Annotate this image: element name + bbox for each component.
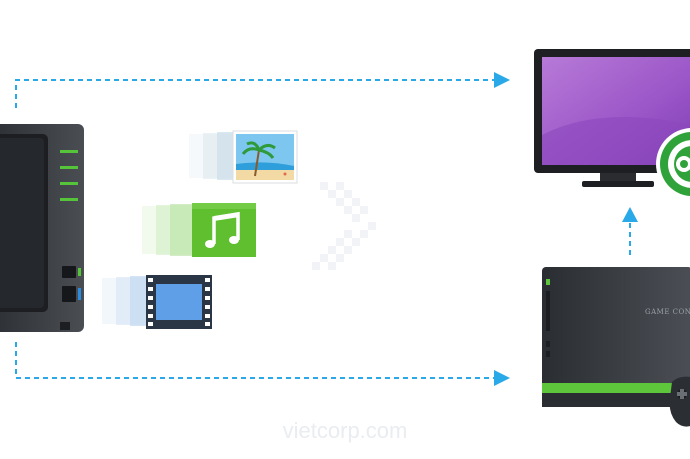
game-console-icon [542, 267, 690, 407]
arrow-nas-to-tv [15, 79, 494, 108]
arrow-head-console [494, 370, 510, 386]
transfer-wave-decoration [312, 182, 376, 270]
arrow-head-up [622, 207, 638, 222]
console-label: GAME CONSOLE [645, 308, 690, 316]
gamepad-icon [669, 376, 690, 427]
arrow-nas-to-console [15, 342, 494, 379]
watermark-text: vietcorp.com [282, 418, 408, 443]
nas-server-icon [0, 124, 84, 332]
video-icon [102, 275, 212, 329]
photo-icon [189, 130, 298, 184]
music-icon [142, 203, 256, 257]
arrow-head-tv [494, 72, 510, 88]
dlna-badge-icon [656, 128, 690, 200]
